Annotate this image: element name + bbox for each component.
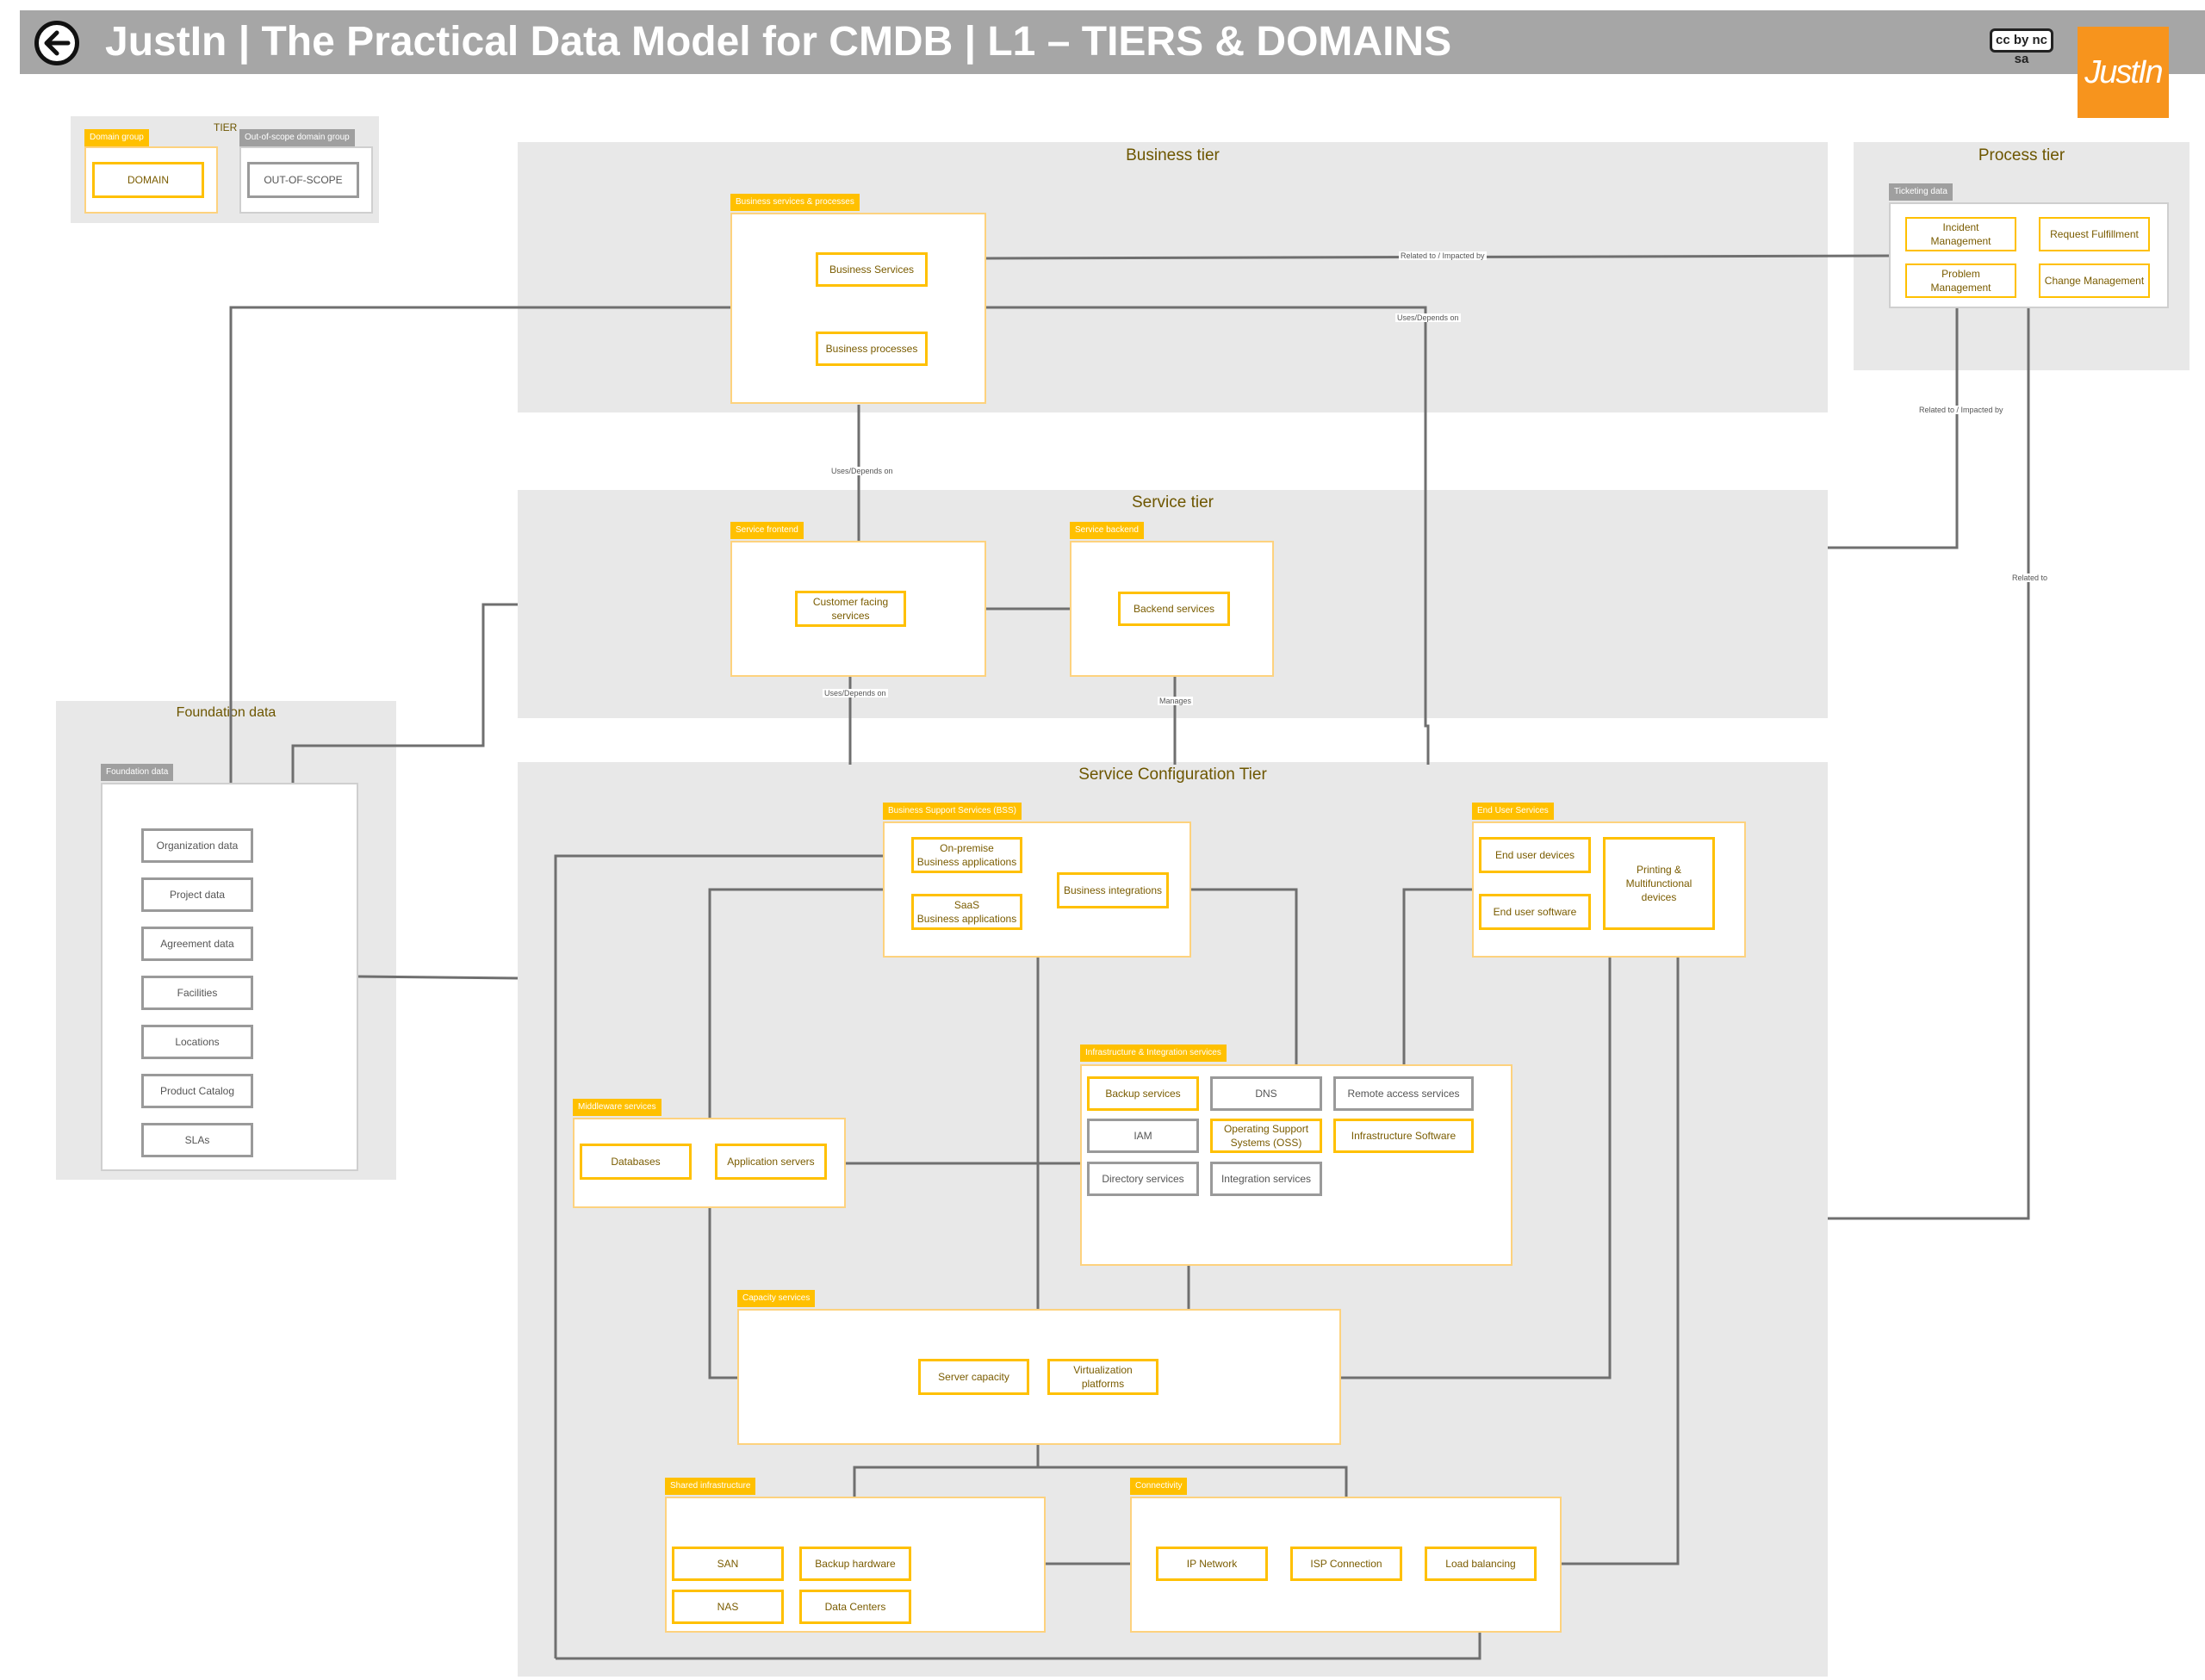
- justin-logo: JustIn: [2078, 27, 2169, 118]
- node-infrastructure-software[interactable]: Infrastructure Software: [1333, 1119, 1474, 1153]
- page-title: JustIn | The Practical Data Model for CM…: [105, 19, 1452, 65]
- node-request-fulfillment[interactable]: Request Fulfillment: [2039, 217, 2150, 251]
- label-related-to: Related to: [2010, 573, 2050, 582]
- label-uses-depends-1: Uses/Depends on: [1395, 313, 1461, 322]
- node-on-premise-business-applications[interactable]: On-premise Business applications: [911, 837, 1022, 873]
- label-manages: Manages: [1158, 697, 1194, 705]
- connectivity-tag: Connectivity: [1130, 1478, 1188, 1495]
- node-product-catalog[interactable]: Product Catalog: [141, 1074, 253, 1108]
- node-change-management[interactable]: Change Management: [2039, 263, 2150, 298]
- node-backend-services[interactable]: Backend services: [1118, 592, 1230, 626]
- node-dns[interactable]: DNS: [1210, 1076, 1322, 1111]
- node-ip-network[interactable]: IP Network: [1156, 1547, 1268, 1581]
- ticketing-data-tag: Ticketing data: [1889, 183, 1953, 201]
- label-related-impacted-1: Related to / Impacted by: [1399, 251, 1487, 260]
- end-user-services-tag: End User Services: [1472, 803, 1554, 820]
- process-tier-title: Process tier: [1978, 146, 2065, 164]
- infra-integration-tag: Infrastructure & Integration services: [1080, 1045, 1227, 1062]
- node-operating-support-systems[interactable]: Operating Support Systems (OSS): [1210, 1119, 1322, 1153]
- business-tier-title: Business tier: [1126, 146, 1220, 164]
- node-business-services[interactable]: Business Services: [816, 252, 928, 287]
- config-tier-title: Service Configuration Tier: [1078, 766, 1267, 784]
- node-backup-hardware[interactable]: Backup hardware: [799, 1547, 911, 1581]
- node-printing-multifunctional-devices[interactable]: Printing & Multifunctional devices: [1603, 837, 1715, 930]
- node-slas[interactable]: SLAs: [141, 1123, 253, 1157]
- node-end-user-software[interactable]: End user software: [1479, 894, 1591, 930]
- node-agreement-data[interactable]: Agreement data: [141, 927, 253, 961]
- node-san[interactable]: SAN: [672, 1547, 784, 1581]
- legend-domain-group-tag: Domain group: [84, 129, 149, 146]
- node-backup-services[interactable]: Backup services: [1087, 1076, 1199, 1111]
- node-application-servers[interactable]: Application servers: [715, 1144, 827, 1180]
- node-iam[interactable]: IAM: [1087, 1119, 1199, 1153]
- node-end-user-devices[interactable]: End user devices: [1479, 837, 1591, 873]
- node-load-balancing[interactable]: Load balancing: [1425, 1547, 1537, 1581]
- header-bar: [20, 10, 2205, 74]
- node-databases[interactable]: Databases: [580, 1144, 692, 1180]
- legend-tier-label: TIER: [214, 121, 238, 133]
- node-isp-connection[interactable]: ISP Connection: [1290, 1547, 1402, 1581]
- business-services-group-tag: Business services & processes: [730, 194, 860, 211]
- node-saas-business-applications[interactable]: SaaS Business applications: [911, 894, 1022, 930]
- node-project-data[interactable]: Project data: [141, 877, 253, 912]
- node-customer-facing-services[interactable]: Customer facing services: [795, 591, 906, 627]
- service-tier-title: Service tier: [1131, 493, 1214, 511]
- middleware-services-tag: Middleware services: [573, 1099, 662, 1116]
- node-facilities[interactable]: Facilities: [141, 976, 253, 1010]
- license-badge-icon: cc by nc sa: [1990, 28, 2053, 66]
- node-incident-management[interactable]: Incident Management: [1905, 217, 2016, 251]
- service-frontend-tag: Service frontend: [730, 522, 804, 539]
- node-virtualization-platforms[interactable]: Virtualization platforms: [1047, 1359, 1158, 1395]
- business-services-group: [730, 213, 986, 404]
- node-locations[interactable]: Locations: [141, 1025, 253, 1059]
- node-business-processes[interactable]: Business processes: [816, 332, 928, 366]
- label-related-impacted-2: Related to / Impacted by: [1917, 406, 2005, 414]
- node-server-capacity[interactable]: Server capacity: [918, 1359, 1029, 1395]
- legend-out-of-scope: OUT-OF-SCOPE: [247, 162, 359, 198]
- foundation-data-tag: Foundation data: [101, 764, 174, 781]
- label-uses-depends-3: Uses/Depends on: [823, 689, 888, 697]
- capacity-services-tag: Capacity services: [737, 1290, 816, 1307]
- node-nas[interactable]: NAS: [672, 1590, 784, 1624]
- shared-infrastructure-tag: Shared infrastructure: [665, 1478, 756, 1495]
- bss-tag: Business Support Services (BSS): [883, 803, 1022, 820]
- foundation-area-title: Foundation data: [176, 705, 276, 720]
- back-arrow-icon[interactable]: [34, 21, 79, 65]
- node-organization-data[interactable]: Organization data: [141, 828, 253, 863]
- legend-oos-group-tag: Out-of-scope domain group: [239, 129, 355, 146]
- node-directory-services[interactable]: Directory services: [1087, 1162, 1199, 1196]
- node-business-integrations[interactable]: Business integrations: [1057, 872, 1169, 908]
- node-integration-services[interactable]: Integration services: [1210, 1162, 1322, 1196]
- node-data-centers[interactable]: Data Centers: [799, 1590, 911, 1624]
- service-backend-tag: Service backend: [1070, 522, 1144, 539]
- capacity-services-group: [737, 1309, 1341, 1445]
- node-problem-management[interactable]: Problem Management: [1905, 263, 2016, 298]
- legend-domain: DOMAIN: [92, 162, 204, 198]
- node-remote-access-services[interactable]: Remote access services: [1333, 1076, 1474, 1111]
- label-uses-depends-2: Uses/Depends on: [829, 467, 895, 475]
